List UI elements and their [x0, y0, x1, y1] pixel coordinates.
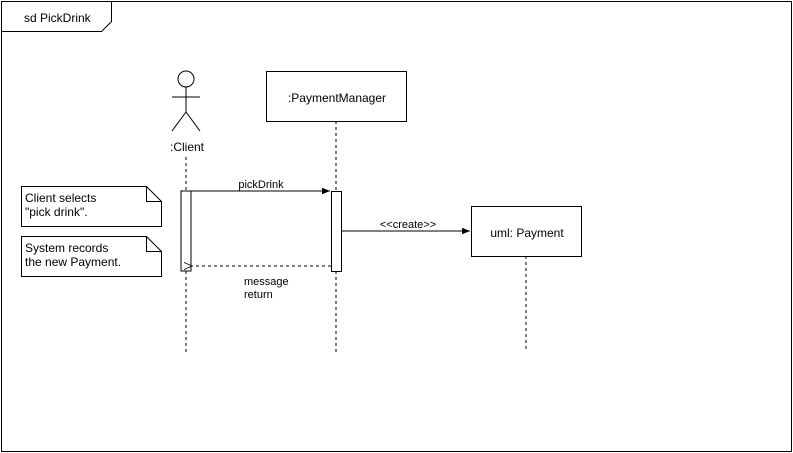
return-label-line2: return — [244, 289, 273, 301]
payment-manager-lifeline: :PaymentManager — [266, 71, 407, 352]
actor-icon — [171, 70, 201, 132]
note-client-selects: Client selects "pick drink". — [21, 186, 162, 227]
payment-manager-activation-bar — [331, 191, 342, 272]
note-system-records: System records the new Payment. — [21, 236, 162, 277]
frame-label-box — [1, 1, 112, 32]
payment-manager-box — [266, 71, 407, 122]
message-return: message return — [192, 266, 331, 301]
create-label: <<create>> — [380, 219, 436, 231]
message-create: <<create>> — [341, 219, 470, 235]
message-pick-drink: pickDrink — [191, 179, 330, 195]
note-system-records-line1: System records — [25, 241, 108, 255]
client-label: :Client — [170, 140, 205, 154]
pick-drink-label: pickDrink — [238, 179, 284, 191]
payment-box — [471, 206, 582, 257]
note-fold — [146, 236, 162, 252]
return-label-line1: message — [244, 276, 289, 288]
client-lifeline: :Client — [170, 70, 205, 352]
payment-lifeline: uml: Payment — [471, 206, 582, 352]
frame-label: sd PickDrink — [24, 11, 92, 25]
note-client-selects-line1: Client selects — [25, 191, 96, 205]
note-system-records-line2: the new Payment. — [25, 255, 121, 269]
note-client-selects-line2: "pick drink". — [25, 205, 88, 219]
payment-manager-label: :PaymentManager — [288, 91, 386, 105]
payment-label: uml: Payment — [490, 226, 564, 240]
note-fold — [146, 186, 162, 202]
client-activation-bar — [180, 190, 192, 272]
